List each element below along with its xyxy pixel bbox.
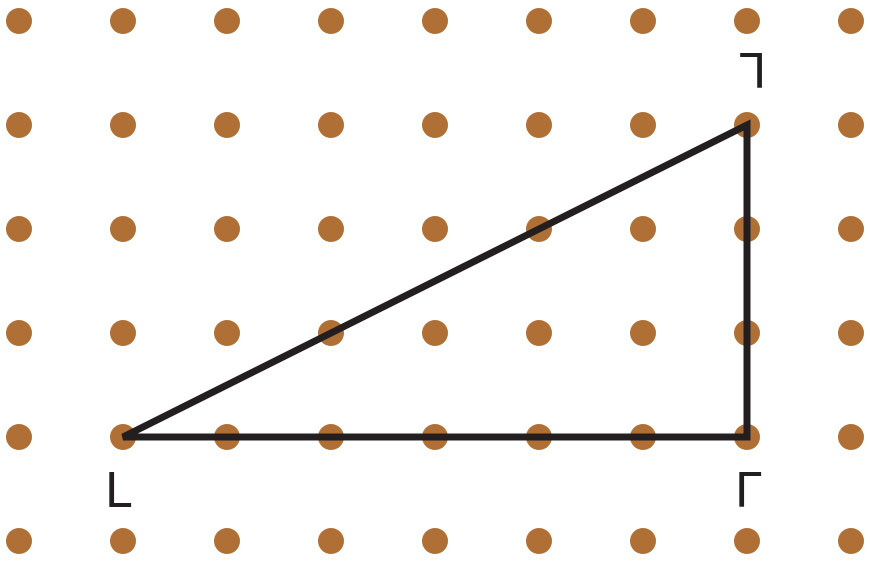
grid-dot: [838, 112, 864, 138]
grid-dot: [6, 320, 32, 346]
grid-dot: [318, 528, 344, 554]
grid-dot: [838, 320, 864, 346]
grid-dot: [838, 424, 864, 450]
grid-dot: [422, 112, 448, 138]
grid-dot: [110, 8, 136, 34]
grid-dot: [734, 8, 760, 34]
grid-dot: [838, 8, 864, 34]
grid-dot: [214, 112, 240, 138]
grid-dot: [630, 216, 656, 242]
grid-dot: [630, 8, 656, 34]
grid-dot: [6, 528, 32, 554]
grid-dot: [630, 528, 656, 554]
grid-dot: [6, 424, 32, 450]
grid-dot: [838, 528, 864, 554]
grid-dot: [214, 8, 240, 34]
grid-dot: [6, 8, 32, 34]
grid-dot: [318, 8, 344, 34]
grid-dot: [838, 216, 864, 242]
grid-dot: [422, 320, 448, 346]
grid-dot: [318, 216, 344, 242]
grid-dot: [526, 320, 552, 346]
grid-dot: [214, 528, 240, 554]
grid-dot: [6, 112, 32, 138]
grid-dot: [630, 112, 656, 138]
grid-dot: [110, 112, 136, 138]
grid-dot: [630, 320, 656, 346]
grid-dot: [526, 528, 552, 554]
grid-dot: [6, 216, 32, 242]
grid-dot: [422, 8, 448, 34]
grid-dot: [214, 216, 240, 242]
grid-dot: [214, 320, 240, 346]
grid-dot: [526, 8, 552, 34]
grid-dot: [110, 216, 136, 242]
grid-dot: [110, 320, 136, 346]
right-triangle: [121, 119, 751, 441]
grid-dot: [526, 112, 552, 138]
dot-grid: [6, 8, 864, 554]
grid-dot: [734, 528, 760, 554]
vertex-label-top-right: ᒣ: [737, 44, 766, 100]
grid-dot: [422, 528, 448, 554]
vertex-label-bottom-left: ᒪ: [105, 463, 132, 519]
grid-dot: [422, 216, 448, 242]
grid-dot: [318, 112, 344, 138]
vertex-label-bottom-right: ᒥ: [735, 463, 762, 519]
grid-dot: [110, 528, 136, 554]
